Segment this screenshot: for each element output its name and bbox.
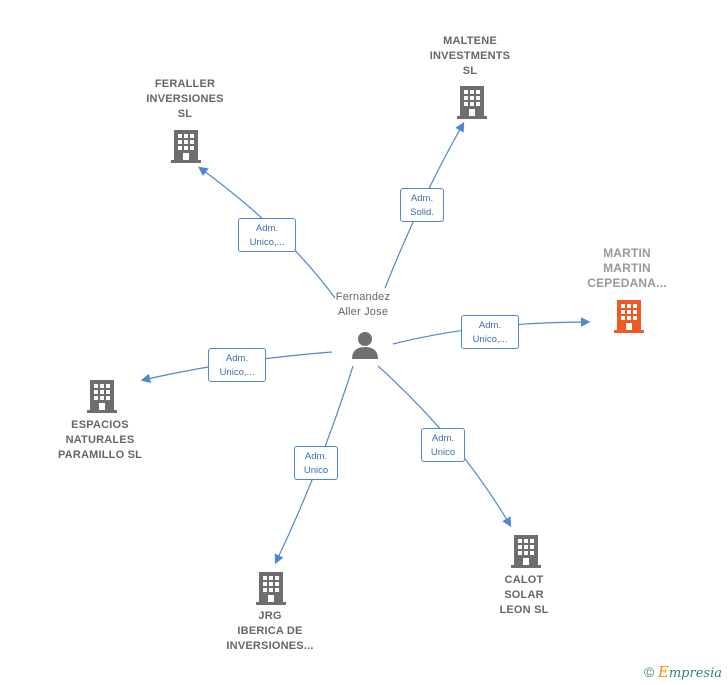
- company-label-martin[interactable]: MARTIN MARTIN CEPEDANA...: [587, 246, 667, 290]
- building-icon[interactable]: [85, 378, 119, 414]
- company-label-maltene[interactable]: MALTENE INVESTMENTS SL: [429, 35, 511, 77]
- building-icon[interactable]: [254, 570, 288, 606]
- role-box-maltene[interactable]: Adm. Solid.: [400, 188, 444, 222]
- building-icon-highlight[interactable]: [612, 298, 646, 334]
- role-box-espacios[interactable]: Adm. Unico,...: [208, 348, 266, 382]
- role-box-feraller[interactable]: Adm. Unico,...: [238, 218, 296, 252]
- person-icon[interactable]: [350, 330, 380, 360]
- person-name[interactable]: Fernandez Aller Jose: [335, 291, 391, 318]
- company-label-calot[interactable]: CALOT SOLAR LEON SL: [499, 574, 549, 616]
- copyright-symbol: ©: [643, 664, 655, 680]
- brand-logo-text: mpresia: [668, 666, 722, 681]
- building-icon[interactable]: [509, 533, 543, 569]
- building-icon[interactable]: [455, 84, 489, 120]
- company-label-feraller[interactable]: FERALLER INVERSIONES SL: [146, 78, 224, 120]
- company-label-espacios[interactable]: ESPACIOS NATURALES PARAMILLO SL: [57, 419, 143, 461]
- footer-brand: © Empresia: [644, 663, 722, 681]
- building-icon[interactable]: [169, 128, 203, 164]
- brand-logo-letter: E: [657, 663, 669, 681]
- role-box-martin[interactable]: Adm. Unico,...: [461, 315, 519, 349]
- company-label-jrg[interactable]: JRG IBERICA DE INVERSIONES...: [226, 610, 314, 652]
- role-box-jrg[interactable]: Adm. Unico: [294, 446, 338, 480]
- role-box-calot[interactable]: Adm. Unico: [421, 428, 465, 462]
